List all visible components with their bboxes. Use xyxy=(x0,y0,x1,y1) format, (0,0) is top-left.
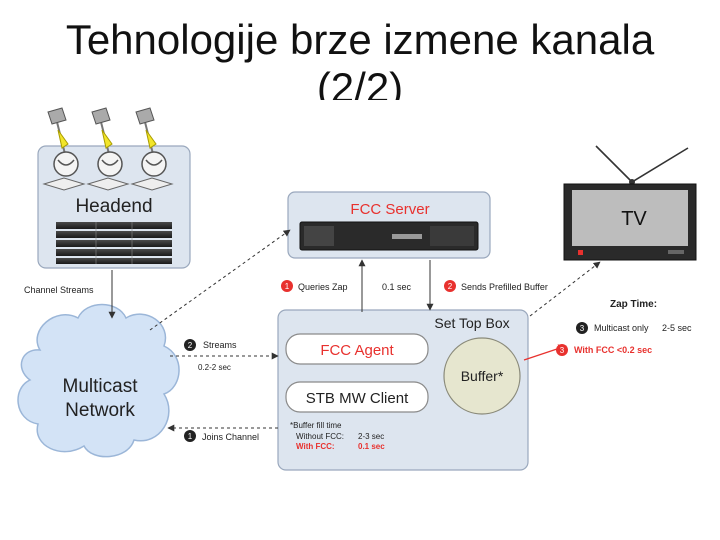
fcc-agent-label: FCC Agent xyxy=(320,342,394,359)
headend-panel: Headend xyxy=(37,107,191,269)
badge-joins: 1 xyxy=(184,430,196,442)
svg-text:1: 1 xyxy=(285,282,290,291)
buffer-circle xyxy=(443,337,521,415)
mw-client-box xyxy=(285,381,429,413)
zap-time-title: Zap Time: xyxy=(610,299,657,310)
badge-with-fcc: 3 xyxy=(556,344,568,356)
mw-client-label: STB MW Client xyxy=(306,390,409,407)
tv-icon: TV xyxy=(563,145,697,261)
with-fcc-label: With FCC: xyxy=(296,442,335,451)
headend-label: Headend xyxy=(75,196,152,217)
server-rack-icon xyxy=(56,222,172,264)
stb-label: Set Top Box xyxy=(434,315,509,331)
flow-arrows xyxy=(108,229,601,432)
satellite-icon xyxy=(135,107,167,177)
fcc-server-panel: FCC Server xyxy=(287,191,491,259)
with-fcc-value: 0.1 sec xyxy=(358,442,385,451)
streams-label: Streams xyxy=(203,340,237,350)
satellite-icon xyxy=(47,107,79,177)
fcc-agent-box xyxy=(285,333,429,365)
streams-time-label: 0.2-2 sec xyxy=(198,363,231,372)
svg-text:3: 3 xyxy=(560,346,565,355)
badge-queries-zap: 1 xyxy=(281,280,293,292)
without-fcc-value: 2-3 sec xyxy=(358,432,384,441)
queries-zap-label: Queries Zap xyxy=(298,282,348,292)
slide-title-line2: (2/2) xyxy=(316,64,404,100)
with-fcc-zap-label: With FCC <0.2 sec xyxy=(574,345,652,355)
sends-buffer-label: Sends Prefilled Buffer xyxy=(461,282,548,292)
svg-text:2: 2 xyxy=(448,282,453,291)
channel-streams-label: Channel Streams xyxy=(24,285,94,295)
badge-sends-buffer: 2 xyxy=(444,280,456,292)
svg-text:3: 3 xyxy=(580,324,585,333)
slide-title: Tehnologije brze izmene kanala xyxy=(65,16,655,63)
badge-streams: 2 xyxy=(184,339,196,351)
query-time-label: 0.1 sec xyxy=(382,282,412,292)
multicast-only-value: 2-5 sec xyxy=(662,323,692,333)
stb-panel: Set Top Box FCC Agent STB MW Client Buff… xyxy=(277,309,529,471)
svg-text:2: 2 xyxy=(188,341,193,350)
network-label-line1: Multicast xyxy=(63,376,139,397)
without-fcc-label: Without FCC: xyxy=(296,432,344,441)
joins-channel-label: Joins Channel xyxy=(202,432,259,442)
satellite-icon xyxy=(91,107,123,177)
fcc-server-label: FCC Server xyxy=(350,201,429,218)
badge-multicast: 3 xyxy=(576,322,588,334)
buffer-note-title: *Buffer fill time xyxy=(290,421,342,430)
buffer-label: Buffer* xyxy=(461,368,504,384)
multicast-only-label: Multicast only xyxy=(594,323,649,333)
title-area: Tehnologije brze izmene kanala (2/2) xyxy=(0,0,720,100)
tv-label: TV xyxy=(621,208,647,230)
server-icon xyxy=(299,221,479,251)
network-label-line2: Network xyxy=(65,400,135,421)
svg-text:1: 1 xyxy=(188,432,193,441)
multicast-cloud: Multicast Network xyxy=(17,303,180,458)
